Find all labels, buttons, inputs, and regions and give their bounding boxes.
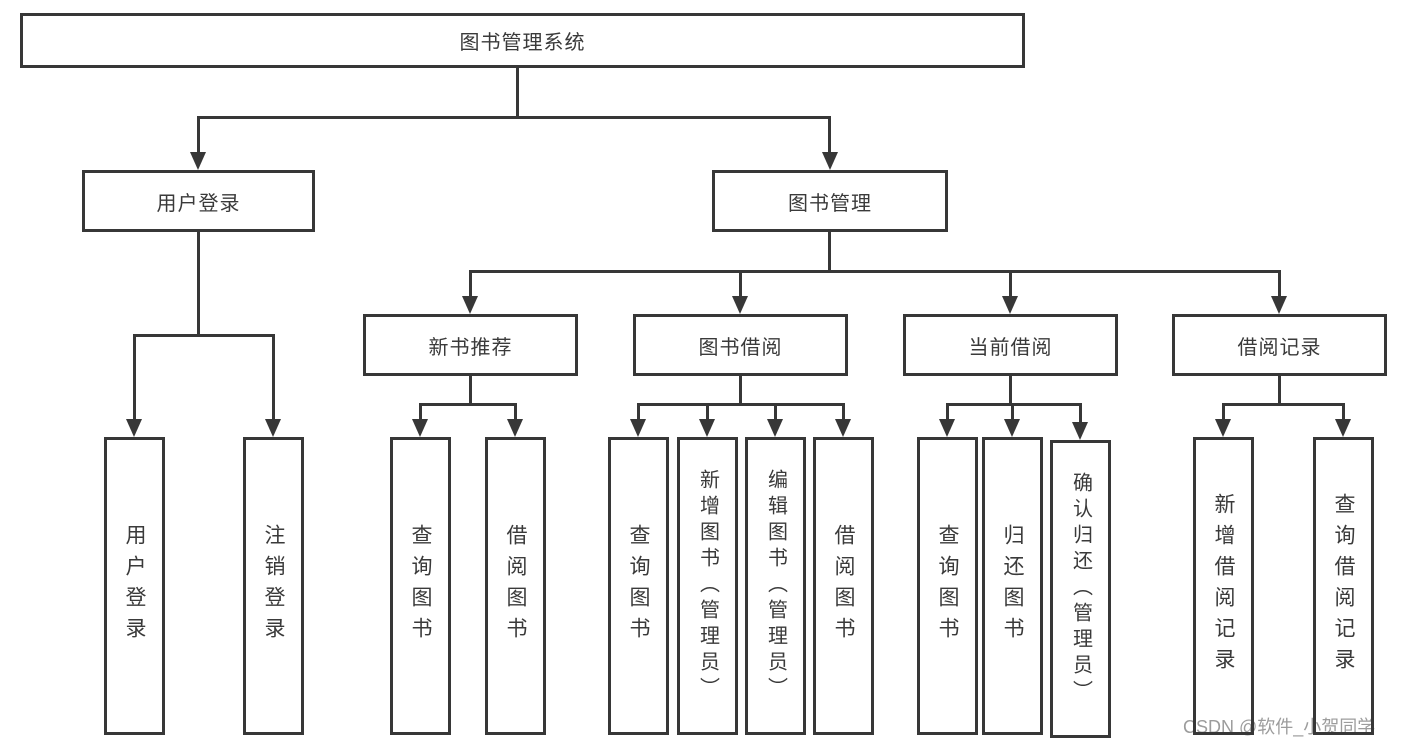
connector-line [1278, 376, 1281, 405]
node-root-system: 图书管理系统 [20, 13, 1025, 68]
leaf-add-borrow-record: 新增借阅记录 [1193, 437, 1254, 735]
node-label: 查询图书 [936, 524, 959, 648]
connector-line [1009, 270, 1012, 298]
arrow-down-icon [1004, 419, 1020, 437]
node-label: 确认归还（管理员） [1069, 472, 1092, 706]
node-book-borrow: 图书借阅 [633, 314, 848, 376]
connector-line [739, 270, 742, 298]
connector-line [1011, 403, 1014, 423]
node-borrow-record: 借阅记录 [1172, 314, 1387, 376]
leaf-confirm-return-admin: 确认归还（管理员） [1050, 440, 1111, 738]
connector-line [197, 232, 200, 336]
arrow-down-icon [412, 419, 428, 437]
node-label: 查询图书 [627, 524, 650, 648]
connector-line [419, 403, 517, 406]
node-label: 用户登录 [123, 524, 146, 648]
node-label: 图书管理系统 [459, 32, 586, 54]
node-user-login: 用户登录 [82, 170, 315, 232]
node-label: 当前借阅 [968, 336, 1053, 359]
leaf-query-borrow-record: 查询借阅记录 [1313, 437, 1374, 735]
arrow-down-icon [767, 419, 783, 437]
connector-line [828, 116, 831, 154]
connector-line [946, 403, 949, 423]
connector-line [1278, 270, 1281, 298]
connector-line [637, 403, 845, 406]
leaf-borrow-book-1: 借阅图书 [485, 437, 546, 735]
arrow-down-icon [939, 419, 955, 437]
node-label: 查询借阅记录 [1332, 493, 1355, 679]
leaf-borrow-book-2: 借阅图书 [813, 437, 874, 735]
arrow-down-icon [822, 152, 838, 170]
connector-line [1222, 403, 1345, 406]
node-label: 图书管理 [788, 192, 872, 215]
connector-line [739, 376, 742, 405]
arrow-down-icon [630, 419, 646, 437]
connector-line [469, 270, 1281, 273]
arrow-down-icon [126, 419, 142, 437]
connector-line [197, 116, 831, 119]
leaf-return-book: 归还图书 [982, 437, 1043, 735]
connector-line [828, 232, 831, 272]
node-label: 新增图书（管理员） [696, 469, 719, 703]
connector-line [842, 403, 845, 423]
csdn-watermark: CSDN @软件_小贺同学 [1183, 717, 1376, 737]
arrow-down-icon [1002, 296, 1018, 314]
leaf-query-book-1: 查询图书 [390, 437, 451, 735]
node-label: 借阅图书 [832, 524, 855, 648]
connector-line [469, 270, 472, 298]
connector-line [469, 376, 472, 405]
node-label: 注销登录 [262, 524, 285, 648]
leaf-add-book-admin: 新增图书（管理员） [677, 437, 738, 735]
arrow-down-icon [190, 152, 206, 170]
connector-line [197, 116, 200, 154]
node-label: 用户登录 [156, 192, 241, 215]
node-label: 借阅图书 [504, 524, 527, 648]
connector-line [637, 403, 640, 423]
connector-line [1342, 403, 1345, 423]
arrow-down-icon [1271, 296, 1287, 314]
node-label: 归还图书 [1001, 524, 1024, 648]
connector-line [774, 403, 777, 423]
connector-line [133, 334, 275, 337]
node-book-management: 图书管理 [712, 170, 948, 232]
node-label: 新增借阅记录 [1212, 493, 1235, 679]
leaf-user-login: 用户登录 [104, 437, 165, 735]
arrow-down-icon [732, 296, 748, 314]
node-current-borrow: 当前借阅 [903, 314, 1118, 376]
arrow-down-icon [1215, 419, 1231, 437]
arrow-down-icon [699, 419, 715, 437]
connector-line [133, 334, 136, 421]
connector-line [706, 403, 709, 423]
node-label: 图书借阅 [698, 336, 783, 359]
arrow-down-icon [462, 296, 478, 314]
arrow-down-icon [265, 419, 281, 437]
arrow-down-icon [507, 419, 523, 437]
connector-line [1079, 403, 1082, 426]
leaf-edit-book-admin: 编辑图书（管理员） [745, 437, 806, 735]
node-new-book-recommend: 新书推荐 [363, 314, 578, 376]
arrow-down-icon [1072, 422, 1088, 440]
connector-line [514, 403, 517, 423]
connector-line [1009, 376, 1012, 405]
node-label: 新书推荐 [428, 336, 513, 359]
connector-line [419, 403, 422, 423]
leaf-query-book-2: 查询图书 [608, 437, 669, 735]
arrow-down-icon [1335, 419, 1351, 437]
arrow-down-icon [835, 419, 851, 437]
node-label: 借阅记录 [1237, 336, 1322, 359]
node-label: 查询图书 [409, 524, 432, 648]
connector-line [516, 68, 519, 118]
leaf-query-book-3: 查询图书 [917, 437, 978, 735]
leaf-logout: 注销登录 [243, 437, 304, 735]
connector-line [1222, 403, 1225, 423]
connector-line [946, 403, 1082, 406]
node-label: 编辑图书（管理员） [764, 469, 787, 703]
connector-line [272, 334, 275, 421]
